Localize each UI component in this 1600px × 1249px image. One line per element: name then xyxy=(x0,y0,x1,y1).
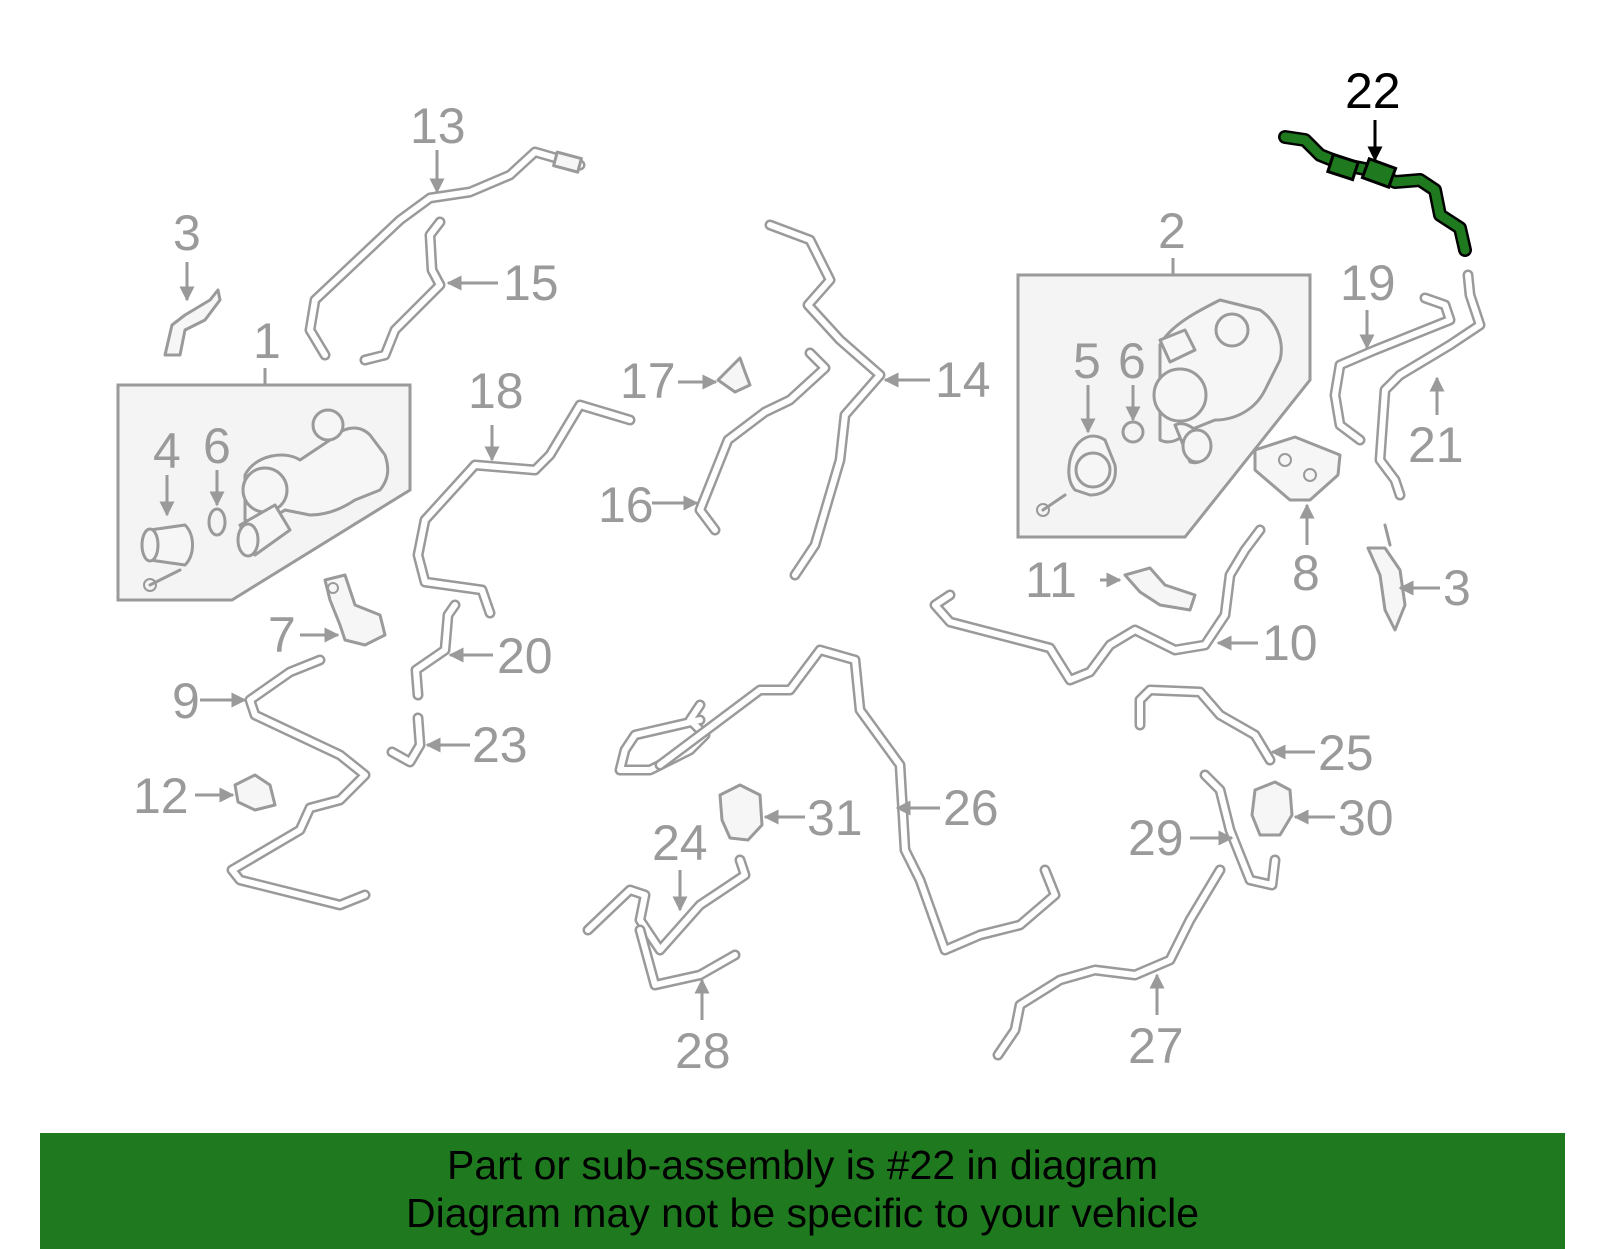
info-banner: Part or sub-assembly is #22 in diagram D… xyxy=(40,1133,1565,1249)
part-9-pipe[interactable] xyxy=(200,654,371,911)
callout-2: 2 xyxy=(1158,203,1186,259)
callout-3-left: 3 xyxy=(173,205,201,261)
part-8-bracket[interactable] xyxy=(1253,435,1342,545)
callout-12: 12 xyxy=(133,768,189,824)
part-27-pipe[interactable] xyxy=(992,864,1226,1061)
callout-29: 29 xyxy=(1128,810,1184,866)
callout-4: 4 xyxy=(153,423,181,479)
part-17-bracket[interactable] xyxy=(678,356,752,394)
callout-20: 20 xyxy=(497,628,553,684)
callout-5: 5 xyxy=(1073,333,1101,389)
part-12-sensor[interactable] xyxy=(195,773,277,812)
part-23-hose[interactable] xyxy=(386,712,470,768)
parts-diagram: 1 2 3 3 4 5 6 6 7 8 9 10 11 12 13 14 15 … xyxy=(116,63,1486,1079)
callout-labels: 1 2 3 3 4 5 6 6 7 8 9 10 11 12 13 14 15 … xyxy=(133,63,1471,1079)
part-15-pipe[interactable] xyxy=(359,216,498,366)
part-16-pipe[interactable] xyxy=(652,347,831,536)
part-7-sensor[interactable] xyxy=(300,573,387,647)
callout-24: 24 xyxy=(652,815,708,871)
part-30-valve[interactable] xyxy=(1250,780,1335,837)
callout-22: 22 xyxy=(1345,63,1401,119)
part-13-pipe[interactable] xyxy=(304,146,586,361)
callout-23: 23 xyxy=(472,717,528,773)
part-26-hose[interactable] xyxy=(614,644,1061,956)
callout-1: 1 xyxy=(253,313,281,369)
callout-10: 10 xyxy=(1262,615,1318,671)
callout-7: 7 xyxy=(268,607,296,663)
part-19-pipe[interactable] xyxy=(1329,292,1456,446)
callout-8: 8 xyxy=(1292,545,1320,601)
callout-17: 17 xyxy=(620,353,676,409)
callout-15: 15 xyxy=(503,255,559,311)
callout-9: 9 xyxy=(172,673,200,729)
callout-3-right: 3 xyxy=(1443,560,1471,616)
callout-16: 16 xyxy=(598,477,654,533)
callout-25: 25 xyxy=(1318,725,1374,781)
part-22-hose-highlighted[interactable] xyxy=(1278,120,1472,257)
assembly-box-2 xyxy=(1016,258,1312,539)
callout-31: 31 xyxy=(807,790,863,846)
callout-30: 30 xyxy=(1338,790,1394,846)
banner-line-1: Part or sub-assembly is #22 in diagram xyxy=(447,1142,1158,1188)
callout-26: 26 xyxy=(943,780,999,836)
part-11-bracket[interactable] xyxy=(1100,566,1197,612)
part-25-hose[interactable] xyxy=(1134,684,1315,766)
part-20-hose[interactable] xyxy=(410,599,493,701)
part-29-hose[interactable] xyxy=(1190,769,1281,891)
callout-14: 14 xyxy=(935,352,991,408)
callout-28: 28 xyxy=(675,1023,731,1079)
callout-6-right: 6 xyxy=(1118,333,1146,389)
callout-13: 13 xyxy=(410,98,466,154)
callout-11: 11 xyxy=(1025,552,1077,608)
part-3-bracket-left[interactable] xyxy=(163,262,222,357)
assembly-box-1 xyxy=(116,368,412,602)
part-10-pipe[interactable] xyxy=(929,524,1266,686)
part-18-pipe[interactable] xyxy=(412,399,636,619)
part-3-bracket-right[interactable] xyxy=(1366,523,1440,632)
part-24-28-pipes[interactable] xyxy=(582,854,751,1020)
part-21-pipe[interactable] xyxy=(1374,269,1486,501)
callout-21: 21 xyxy=(1408,417,1464,473)
callout-18: 18 xyxy=(468,363,524,419)
callout-19: 19 xyxy=(1340,255,1396,311)
banner-line-2: Diagram may not be specific to your vehi… xyxy=(405,1190,1199,1236)
part-14-pipe[interactable] xyxy=(764,219,930,581)
callout-6-left: 6 xyxy=(203,418,231,474)
callout-27: 27 xyxy=(1128,1018,1184,1074)
part-31-valve[interactable] xyxy=(718,783,805,842)
